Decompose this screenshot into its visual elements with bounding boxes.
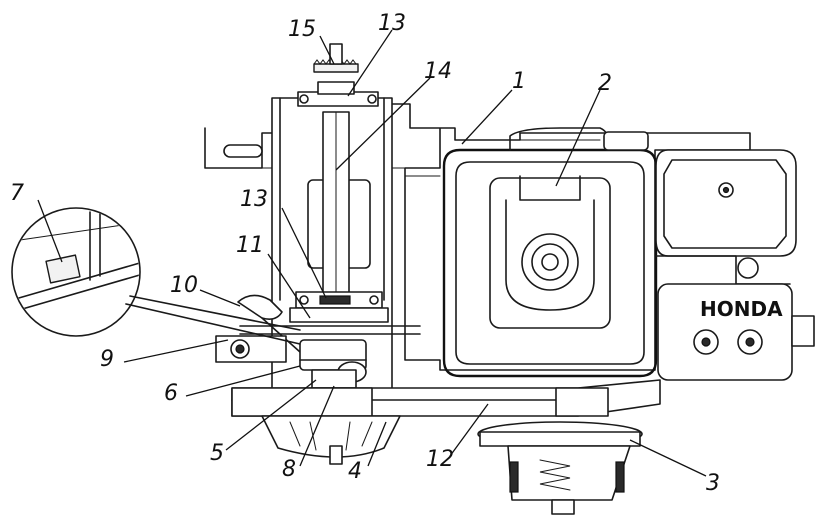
label-13-top: 13	[378, 11, 406, 36]
detail-callout	[11, 207, 301, 345]
lower-bearing-plate	[239, 291, 421, 335]
top-sprocket	[313, 63, 359, 73]
air-filter	[655, 149, 797, 257]
engine-block-lower: HONDA	[655, 255, 815, 381]
engine-logo: HONDA	[700, 297, 783, 321]
label-10: 10	[170, 273, 198, 298]
label-12: 12	[426, 447, 454, 472]
label-8: 8	[282, 457, 296, 482]
label-15: 15	[288, 17, 316, 42]
label-4: 4	[348, 459, 362, 484]
label-6: 6	[164, 381, 178, 406]
label-11: 11	[236, 233, 264, 258]
left-pulley-hub	[261, 415, 401, 465]
engine-top	[509, 127, 649, 151]
label-3: 3	[706, 471, 720, 496]
tensioner-assembly	[299, 339, 367, 389]
drive-belt	[231, 379, 661, 417]
fuel-tank	[442, 148, 658, 378]
leader-lines	[37, 29, 707, 477]
vertical-frame	[271, 97, 393, 399]
label-5: 5	[210, 441, 224, 466]
top-bearing-plate	[297, 43, 379, 107]
mounting-slot	[223, 144, 263, 158]
label-2: 2	[598, 71, 612, 96]
label-7: 7	[10, 181, 24, 206]
fuel-cap	[521, 233, 579, 291]
label-9: 9	[100, 347, 114, 372]
clutch-drum	[477, 421, 643, 515]
label-1: 1	[512, 69, 526, 94]
label-14: 14	[424, 59, 452, 84]
label-13-lower: 13	[240, 187, 268, 212]
part-labels: 7 15 13 14 1 2 13 11 10 9 6 5 8 4 12 3	[10, 11, 720, 496]
